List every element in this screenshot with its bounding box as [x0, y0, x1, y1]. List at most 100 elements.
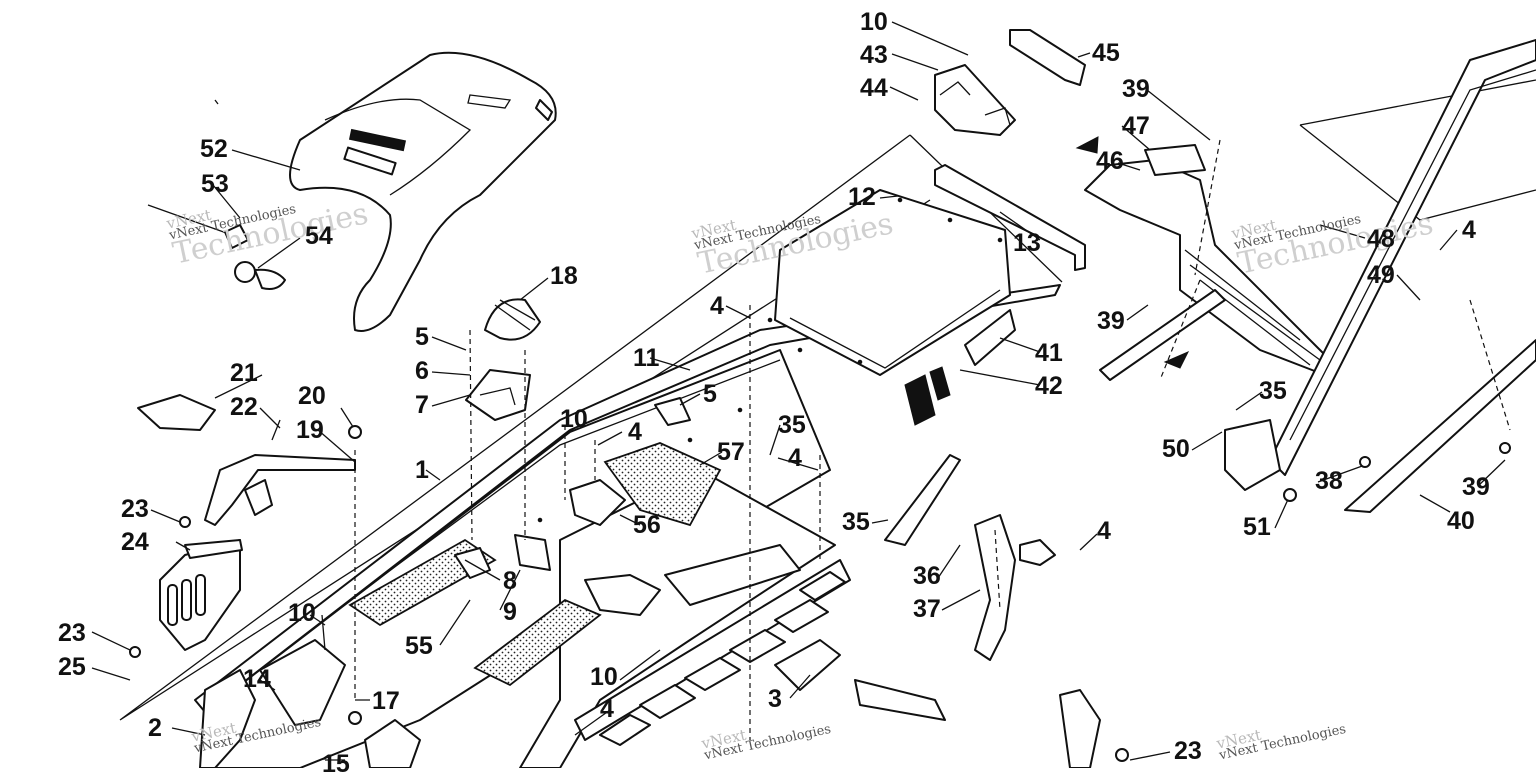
callout-label: 7: [415, 391, 429, 419]
callout-label: 10: [590, 663, 618, 691]
callout-label: 35: [842, 508, 870, 536]
strap-37: [974, 514, 1016, 661]
arrow-marker-2: [1163, 350, 1190, 369]
callout-label: 15: [322, 750, 350, 778]
callout-label: 24: [121, 528, 149, 556]
strip-47: [1144, 144, 1206, 176]
seat: [289, 51, 557, 332]
foot-mat-57: [603, 442, 722, 527]
bracket-18: [484, 298, 541, 341]
bracket-15: [364, 719, 421, 768]
bracket-3: [774, 639, 841, 691]
callout-label: 5: [703, 380, 717, 408]
bracket-36: [884, 454, 961, 546]
callout-label: 23: [121, 495, 149, 523]
callout-label: 53: [201, 170, 229, 198]
callout-label: 10: [288, 599, 316, 627]
callout-label: 54: [305, 222, 333, 250]
callout-label: 44: [860, 74, 888, 102]
callout-label: 49: [1367, 261, 1395, 289]
callout-label: 48: [1367, 225, 1395, 253]
callout-label: 39: [1122, 75, 1150, 103]
bracket-43: [934, 64, 1016, 136]
bracket-2: [199, 669, 256, 768]
callout-label: 50: [1162, 435, 1190, 463]
callout-label: 25: [58, 653, 86, 681]
callout-label: 35: [1259, 377, 1287, 405]
callout-label: 56: [633, 511, 661, 539]
callout-label: 2: [148, 714, 162, 742]
callout-label: 21: [230, 359, 258, 387]
bracket-50: [1224, 419, 1281, 491]
callout-label: 5: [415, 323, 429, 351]
callout-label: 1: [415, 456, 429, 484]
bracket-8: [454, 547, 491, 579]
callout-label: 36: [913, 562, 941, 590]
callout-label: 47: [1122, 112, 1150, 140]
callout-label: 4: [600, 695, 614, 723]
callout-label: 12: [848, 183, 876, 211]
callout-label: 39: [1097, 307, 1125, 335]
rail-13: [934, 164, 1086, 271]
rear-bumper-rail: [1269, 39, 1536, 476]
reference-plane-right: [1299, 79, 1536, 221]
plate-4-right: [1019, 539, 1056, 566]
leader-lines: [91, 21, 1506, 761]
callout-label: 57: [717, 438, 745, 466]
callout-label: 38: [1315, 467, 1343, 495]
running-board: [519, 469, 851, 768]
bracket-14: [259, 639, 346, 726]
flap-46: [1084, 159, 1331, 376]
callout-label: 51: [1243, 513, 1271, 541]
taillight-45: [1009, 29, 1086, 86]
callout-label: 46: [1096, 147, 1124, 175]
plate-24: [159, 539, 243, 651]
callout-label: 4: [1097, 517, 1111, 545]
fasteners: [129, 99, 1511, 762]
rail-lower: [854, 679, 946, 721]
callout-label: 13: [1013, 229, 1041, 257]
callout-label: 19: [296, 416, 324, 444]
callout-label: 18: [550, 262, 578, 290]
bracket-7: [465, 369, 531, 421]
callout-label: 4: [788, 444, 802, 472]
callout-label: 3: [768, 685, 782, 713]
cover-21: [137, 394, 216, 431]
callout-label: 8: [503, 567, 517, 595]
callout-label: 41: [1035, 339, 1063, 367]
callout-label: 23: [1174, 737, 1202, 765]
callout-label: 55: [405, 632, 433, 660]
callout-label: 40: [1447, 507, 1475, 535]
callout-label: 37: [913, 595, 941, 623]
foot-mat-2: [473, 598, 602, 687]
bracket-rear-lower: [1059, 689, 1101, 768]
callout-label: 10: [560, 405, 588, 433]
rail-39: [1099, 289, 1226, 381]
callout-label: 20: [298, 382, 326, 410]
callout-label: 10: [860, 8, 888, 36]
callout-label: 23: [58, 619, 86, 647]
callout-label: 52: [200, 135, 228, 163]
callout-label: 42: [1035, 372, 1063, 400]
callout-label: 4: [710, 292, 724, 320]
bumper-19: [204, 454, 356, 526]
callout-label: 4: [628, 418, 642, 446]
callout-label: 43: [860, 41, 888, 69]
seat-bolt: [147, 204, 286, 290]
callout-label: 4: [1462, 216, 1476, 244]
callout-label: 39: [1462, 473, 1490, 501]
callout-label: 6: [415, 357, 429, 385]
alignment-lines: [354, 139, 1511, 740]
arrow-marker: [1075, 136, 1099, 154]
callout-label: 14: [243, 665, 271, 693]
callout-label: 35: [778, 411, 806, 439]
bracket-9: [514, 534, 551, 571]
callout-label: 17: [372, 687, 400, 715]
callout-label: 9: [503, 598, 517, 626]
callout-label: 45: [1092, 39, 1120, 67]
bracket-56: [569, 479, 626, 526]
callout-label: 22: [230, 393, 258, 421]
callout-label: 11: [633, 344, 660, 372]
rail-40: [1344, 339, 1536, 513]
